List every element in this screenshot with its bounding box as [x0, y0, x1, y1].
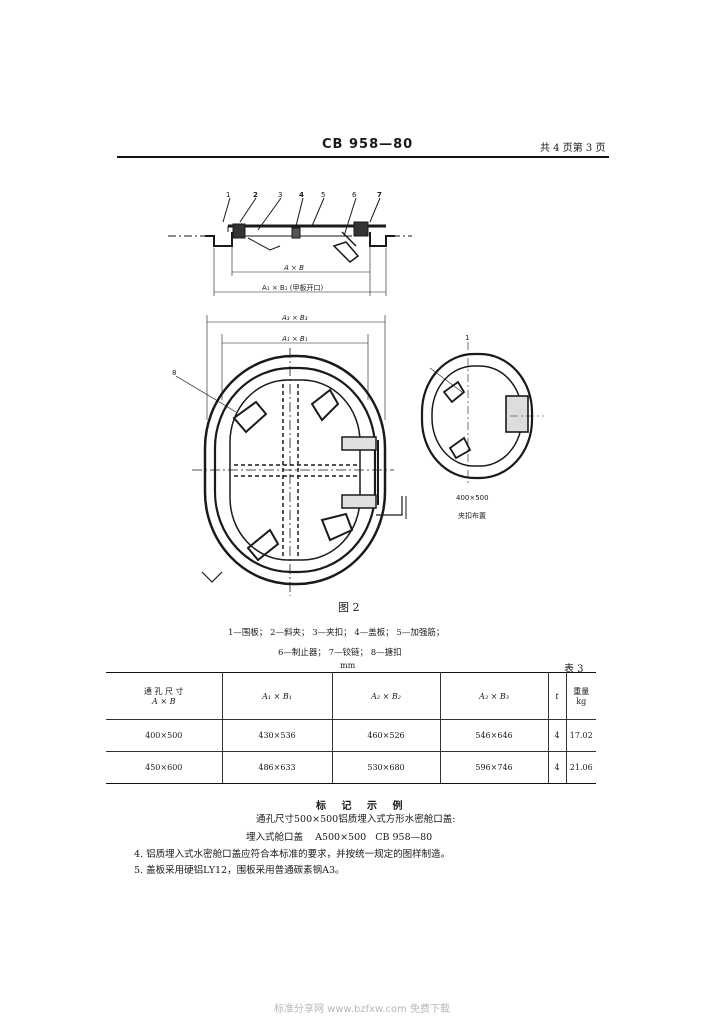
plan-dim-inner-label: A₁ × B₁ [281, 335, 308, 343]
table-cell: 460×526 [331, 719, 441, 752]
standard-code: CB 958—80 [322, 137, 414, 152]
table-cell: 596×746 [439, 751, 549, 784]
header-through-hole-symbol: A × B [152, 697, 176, 706]
figure-legend-line-2: 6—制止器； 7—铰链； 8—搪扣 [278, 648, 402, 658]
side-caption: 夹扣布置 [458, 511, 486, 520]
table-row: 450×600 486×633 530×680 596×746 4 21.06 [106, 751, 596, 784]
marking-example-line-2: 埋入式舱口盖 A500×500 CB 958—80 [246, 832, 433, 843]
plan-view [175, 315, 407, 596]
table-cell: 17.02 [565, 719, 596, 752]
plan-dim-outer-label: A₃ × B₃ [281, 314, 308, 322]
section-view [168, 197, 412, 296]
unit-label: mm [340, 661, 356, 670]
header-t: t [547, 672, 567, 720]
header-weight-unit: kg [576, 697, 587, 706]
table-cell: 546×646 [439, 719, 549, 752]
note-5: 5. 盖板采用硬铝LY12，围板采用普通碳素钢A3。 [134, 865, 345, 876]
table-row: 400×500 430×536 460×526 546×646 4 17.02 [106, 719, 596, 752]
header-a3b3: A₃ × B₃ [439, 672, 549, 720]
header-a2b2: A₂ × B₂ [331, 672, 441, 720]
header-a1b1: A₁ × B₁ [221, 672, 333, 720]
table-cell: 4 [547, 719, 567, 752]
table-cell: 4 [547, 751, 567, 784]
table-cell: 450×600 [106, 751, 223, 784]
note-4: 4. 铝质埋入式水密舱口盖应符合本标准的要求，并按统一规定的图样制造。 [134, 849, 451, 860]
callout-2: 2 [253, 191, 258, 199]
header-rule [117, 156, 609, 158]
side-size-label: 400×500 [456, 494, 489, 502]
header-weight-name: 重量 [573, 687, 590, 696]
table-cell: 400×500 [106, 719, 223, 752]
table-cell: 486×633 [221, 751, 333, 784]
callout-5: 5 [321, 191, 325, 199]
header-through-hole-name: 通 孔 尺 寸 [143, 687, 184, 696]
callout-7: 7 [377, 191, 382, 199]
figure-legend-line-1: 1—围板； 2—斜夹； 3—夹扣； 4—盖板； 5—加强筋； [228, 628, 445, 638]
figure-title: 图 2 [338, 601, 360, 614]
dimension-table: 通 孔 尺 寸 A × B A₁ × B₁ A₂ × B₂ A₃ × B₃ t … [106, 672, 596, 784]
dim-outer-label: A₁ × B₁ (甲板开口) [262, 283, 323, 292]
table-number: 表 3 [564, 664, 584, 675]
side-callout-1: 1 [465, 334, 469, 342]
page-indicator: 共 4 页第 3 页 [540, 143, 606, 154]
header-weight: 重量 kg [565, 672, 596, 720]
table-cell: 530×680 [331, 751, 441, 784]
table-cell: 430×536 [221, 719, 333, 752]
table-header-row: 通 孔 尺 寸 A × B A₁ × B₁ A₂ × B₂ A₃ × B₃ t … [106, 672, 596, 720]
header-through-hole: 通 孔 尺 寸 A × B [106, 672, 223, 720]
callout-4: 4 [299, 191, 304, 199]
marking-example-title: 标 记 示 例 [316, 801, 409, 812]
clip-layout-view [420, 342, 544, 484]
watermark-footer: 标准分享网 www.bzfxw.com 免费下载 [274, 1004, 450, 1015]
table-cell: 21.06 [565, 751, 596, 784]
callout-1: 1 [226, 191, 230, 199]
dim-inner-label: A × B [283, 264, 304, 272]
callout-6: 6 [352, 191, 357, 199]
callout-8: 8 [172, 369, 176, 377]
callout-3: 3 [278, 191, 282, 199]
marking-example-line-1: 通孔尺寸500×500铝质埋入式方形水密舱口盖: [256, 814, 456, 825]
